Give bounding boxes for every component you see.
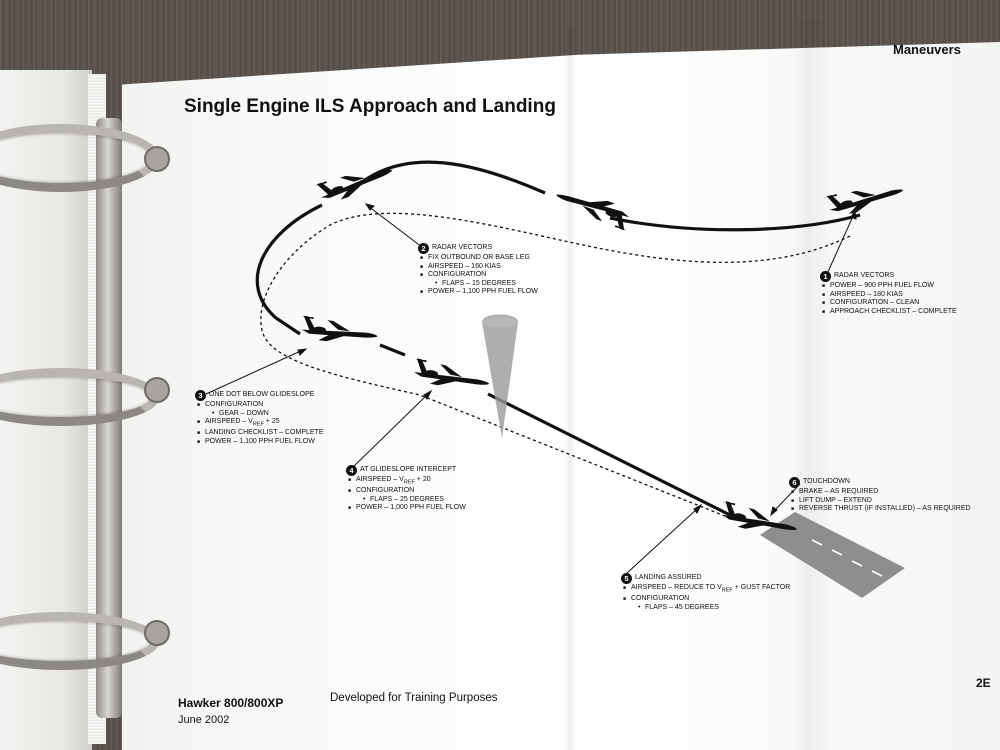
glideslope-cone-top <box>482 317 518 327</box>
callout-number-badge: 6 <box>789 477 800 488</box>
callout-item: AIRSPEED – 180 KIAS <box>822 291 957 300</box>
callout-item: POWER – 1,100 PPH FUEL FLOW <box>197 438 324 447</box>
glideslope-cone-icon <box>482 314 518 438</box>
page-fold-crease-right <box>790 20 834 750</box>
callout-item: LANDING CHECKLIST – COMPLETE <box>197 429 323 438</box>
callout-item: BRAKE – AS REQUIRED <box>791 488 971 497</box>
callout-item-list: AIRSPEED – VREF + 20CONFIGURATIONFLAPS –… <box>346 476 466 513</box>
callout-item: REVERSE THRUST (IF INSTALLED) – AS REQUI… <box>791 505 971 514</box>
flight-path-solid <box>379 343 406 357</box>
callout-heading-text: RADAR VECTORS <box>432 244 493 252</box>
callout-item-list: FIX OUTBOUND OR BASE LEGAIRSPEED – 160 K… <box>418 254 538 297</box>
callout-number-badge: 3 <box>195 390 206 401</box>
manual-page <box>122 42 1000 750</box>
callout-item: FLAPS – 45 DEGREES <box>631 604 790 613</box>
jet-aircraft-icon <box>298 315 380 349</box>
callout-number-badge: 4 <box>346 465 357 476</box>
jet-aircraft-icon <box>824 180 906 219</box>
page-title: Single Engine ILS Approach and Landing <box>184 96 556 117</box>
callout-item: FLAPS – 25 DEGREES <box>356 496 466 505</box>
callout-item: AIRSPEED – VREF + 25 <box>197 418 324 429</box>
callout-item: AIRSPEED – VREF + 20 <box>348 476 466 487</box>
jet-aircraft-icon <box>314 160 396 206</box>
flight-path-dashed <box>260 212 851 521</box>
callout-item: FLAPS – 15 DEGREES <box>428 280 538 289</box>
callout-item: FIX OUTBOUND OR BASE LEG <box>420 254 538 263</box>
flight-path-solid <box>364 160 546 195</box>
callout-4: 4AT GLIDESLOPE INTERCEPTAIRSPEED – VREF … <box>346 465 466 513</box>
callout-item: CONFIGURATION <box>197 401 324 410</box>
flight-path-solid <box>255 203 323 336</box>
callout-item-list: AIRSPEED – REDUCE TO VREF + GUST FACTORC… <box>621 584 790 612</box>
callout-heading-text: RADAR VECTORS <box>834 272 895 280</box>
flight-path-solid <box>609 213 861 232</box>
callout-heading-text: TOUCHDOWN <box>803 478 850 486</box>
callout-item: POWER – 1,100 PPH FUEL FLOW <box>420 288 538 297</box>
page-number: 2E <box>976 676 991 690</box>
callout-6: 6TOUCHDOWNBRAKE – AS REQUIREDLIFT DUMP –… <box>789 477 971 514</box>
section-label: Maneuvers <box>893 42 961 57</box>
callout-number-badge: 2 <box>418 243 429 254</box>
binder-ring-cap <box>144 620 170 646</box>
callout-item-list: CONFIGURATIONGEAR – DOWNAIRSPEED – VREF … <box>195 401 324 447</box>
footer-date: June 2002 <box>178 714 230 726</box>
callout-item: AIRSPEED – 160 KIAS <box>420 263 538 272</box>
runway-icon <box>760 512 905 598</box>
callout-item-list: POWER – 900 PPH FUEL FLOWAIRSPEED – 180 … <box>820 282 957 316</box>
runway-centerline <box>811 539 883 577</box>
binder-ring-cap <box>144 146 170 172</box>
jet-aircraft-icon <box>410 357 492 396</box>
callout-number-badge: 1 <box>820 271 831 282</box>
footer-aircraft-model: Hawker 800/800XP <box>178 696 284 710</box>
callout-heading-text: AT GLIDESLOPE INTERCEPT <box>360 466 457 474</box>
callout-item: LIFT DUMP – EXTEND <box>791 497 971 506</box>
jet-aircraft-icon <box>552 183 634 232</box>
callout-leaders <box>205 203 857 574</box>
callout-number-badge: 5 <box>621 573 632 584</box>
flight-path-solid <box>487 392 731 517</box>
page-fold-crease <box>565 28 575 750</box>
callout-item-list: BRAKE – AS REQUIREDLIFT DUMP – EXTENDREV… <box>789 488 971 514</box>
callout-heading-text: ONE DOT BELOW GLIDESLOPE <box>209 391 315 399</box>
callout-item: CONFIGURATION <box>348 487 466 496</box>
binder-ring-cap <box>144 377 170 403</box>
callout-item: CONFIGURATION <box>623 595 790 604</box>
callout-item: CONFIGURATION <box>420 271 538 280</box>
callout-item: CONFIGURATION – CLEAN <box>822 299 957 308</box>
callout-item: POWER – 900 PPH FUEL FLOW <box>822 282 957 291</box>
callout-item: APPROACH CHECKLIST – COMPLETE <box>822 308 957 317</box>
footer-note: Developed for Training Purposes <box>330 692 498 704</box>
callout-heading-text: LANDING ASSURED <box>635 574 702 582</box>
callout-item: GEAR – DOWN <box>205 410 324 419</box>
callout-item: AIRSPEED – REDUCE TO VREF + GUST FACTOR <box>623 584 790 595</box>
callout-item: POWER – 1,000 PPH FUEL FLOW <box>348 504 466 513</box>
